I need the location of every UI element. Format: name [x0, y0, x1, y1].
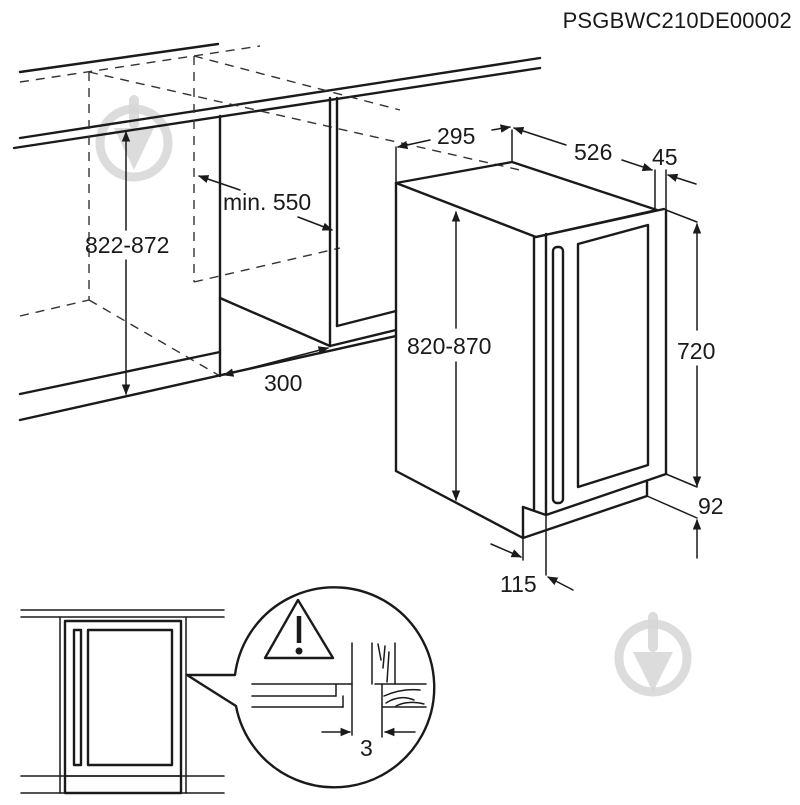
ventilation-depth-label: 300 [264, 370, 302, 396]
front-view-drawing [20, 609, 225, 795]
cabinet-height-label: 720 [677, 338, 715, 364]
trowel-logo-icon [95, 95, 173, 182]
niche-drawing [12, 42, 542, 422]
plinth-height-label: 92 [698, 493, 724, 519]
plinth-setback-label: 115 [500, 571, 537, 597]
trowel-logo-icon [614, 612, 692, 697]
niche-min-depth-label: min. 550 [223, 189, 311, 215]
warning-triangle-icon [263, 598, 335, 660]
door-thickness-label: 45 [652, 144, 678, 170]
appliance-height-label: 820-870 [407, 333, 491, 359]
model-code: PSGBWC210DE00002 [563, 8, 792, 33]
gap-detail-callout [185, 586, 436, 789]
appliance-depth-label: 526 [574, 139, 612, 165]
gap-label: 3 [360, 735, 373, 761]
appliance-drawing [394, 129, 698, 576]
niche-height-label: 822-872 [85, 232, 169, 258]
door-offset-label: 295 [437, 123, 475, 149]
